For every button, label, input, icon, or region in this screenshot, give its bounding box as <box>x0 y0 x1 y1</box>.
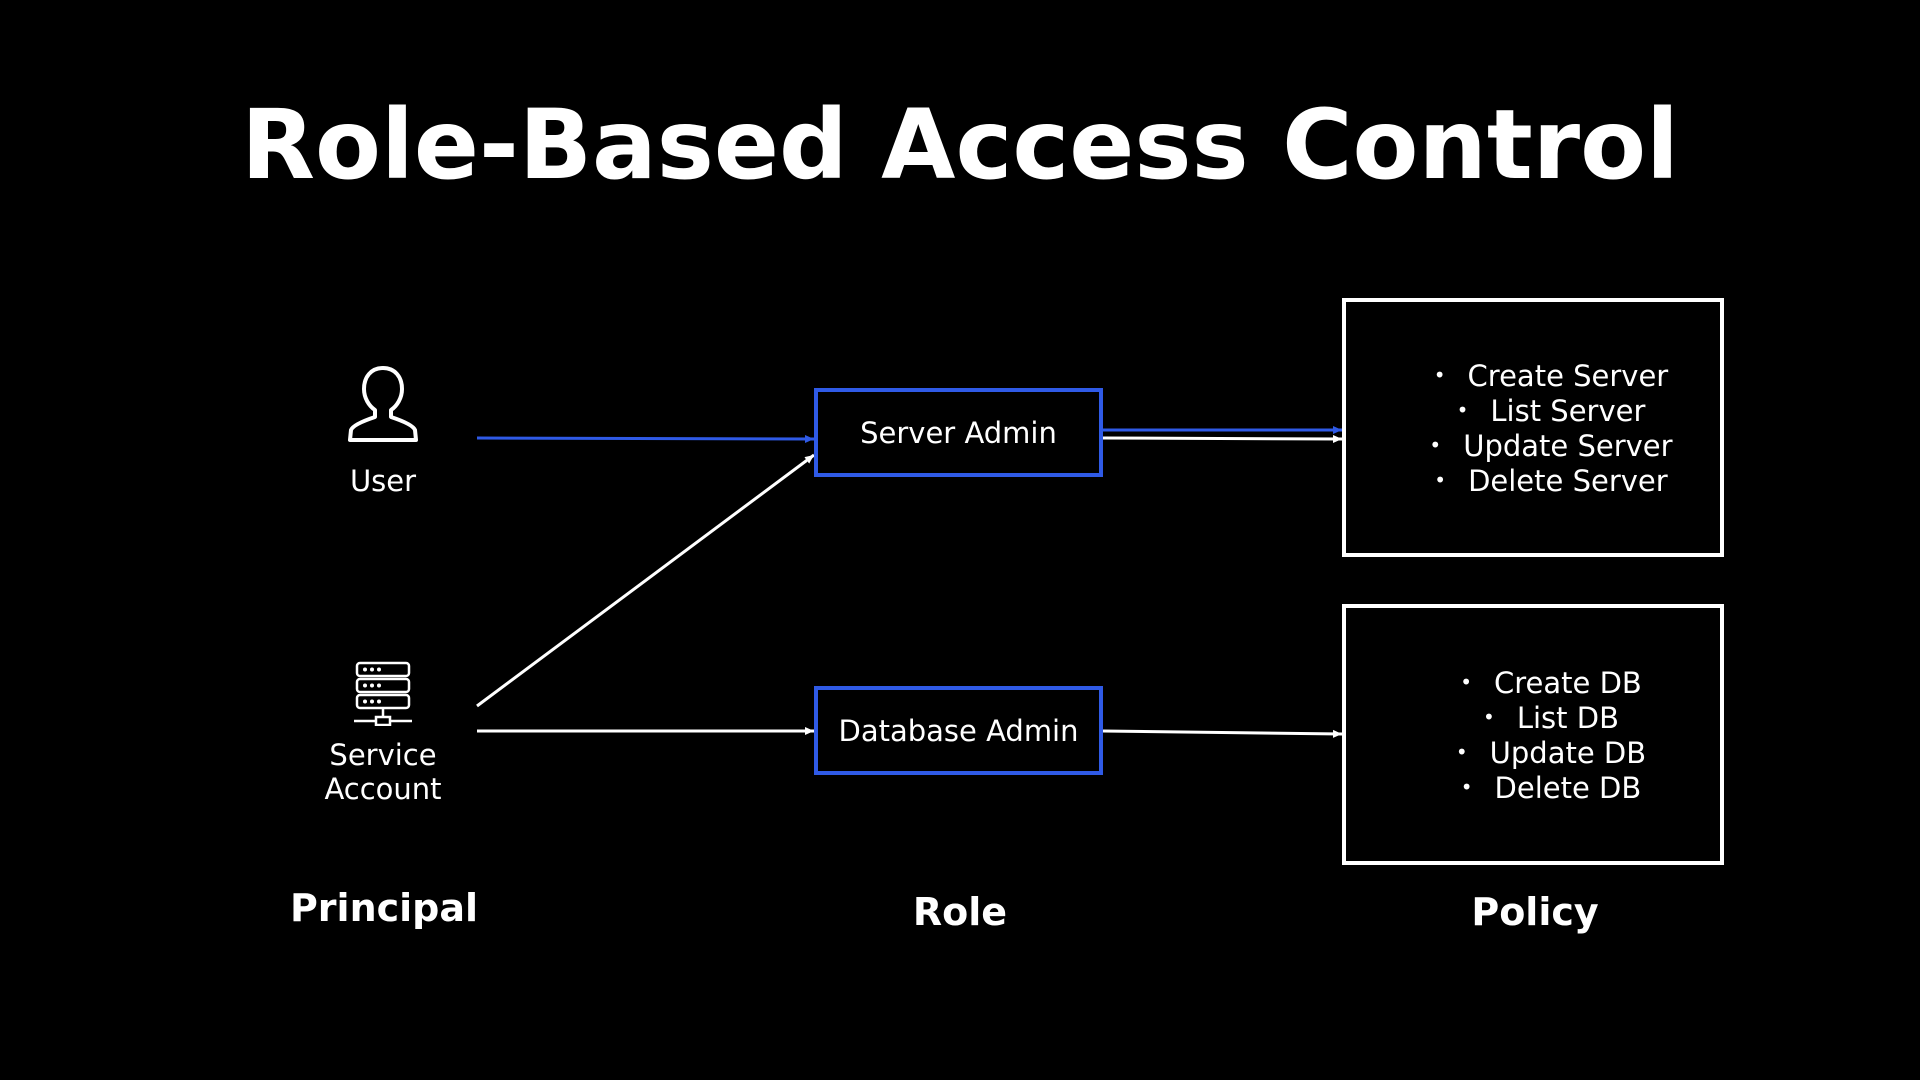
user-icon <box>344 364 422 444</box>
policy-server-list: Create Server List Server Update Server … <box>1429 358 1672 498</box>
policy-database-list: Create DB List DB Update DB Delete DB <box>1456 665 1646 805</box>
principal-service-account-label: Service Account <box>273 738 493 806</box>
role-server-admin-label: Server Admin <box>860 415 1057 450</box>
column-label-policy: Policy <box>1471 890 1599 934</box>
arrow-database-admin-to-policy <box>1102 729 1343 738</box>
policy-item: List DB <box>1456 700 1646 735</box>
arrow-server-admin-to-policy-white <box>1102 434 1343 443</box>
principal-user-label: User <box>349 464 417 498</box>
column-label-principal: Principal <box>289 886 479 930</box>
policy-item: List Server <box>1429 393 1672 428</box>
policy-database-box: Create DB List DB Update DB Delete DB <box>1342 604 1724 865</box>
arrow-user-to-server-admin <box>476 434 815 443</box>
policy-item: Create DB <box>1456 665 1646 700</box>
policy-item: Delete DB <box>1456 770 1646 805</box>
policy-item: Update Server <box>1429 428 1672 463</box>
service-account-line-1: Service <box>329 738 437 772</box>
role-server-admin: Server Admin <box>814 388 1103 477</box>
policy-server-box: Create Server List Server Update Server … <box>1342 298 1724 557</box>
column-label-role: Role <box>912 890 1008 934</box>
service-account-line-2: Account <box>324 772 442 806</box>
policy-item: Create Server <box>1429 358 1672 393</box>
page-title: Role-Based Access Control <box>241 89 1679 201</box>
server-icon <box>352 660 414 727</box>
policy-item: Delete Server <box>1429 463 1672 498</box>
policy-item: Update DB <box>1456 735 1646 770</box>
role-database-admin-label: Database Admin <box>838 713 1079 748</box>
role-database-admin: Database Admin <box>814 686 1103 775</box>
arrow-service-to-server-admin <box>476 453 815 708</box>
